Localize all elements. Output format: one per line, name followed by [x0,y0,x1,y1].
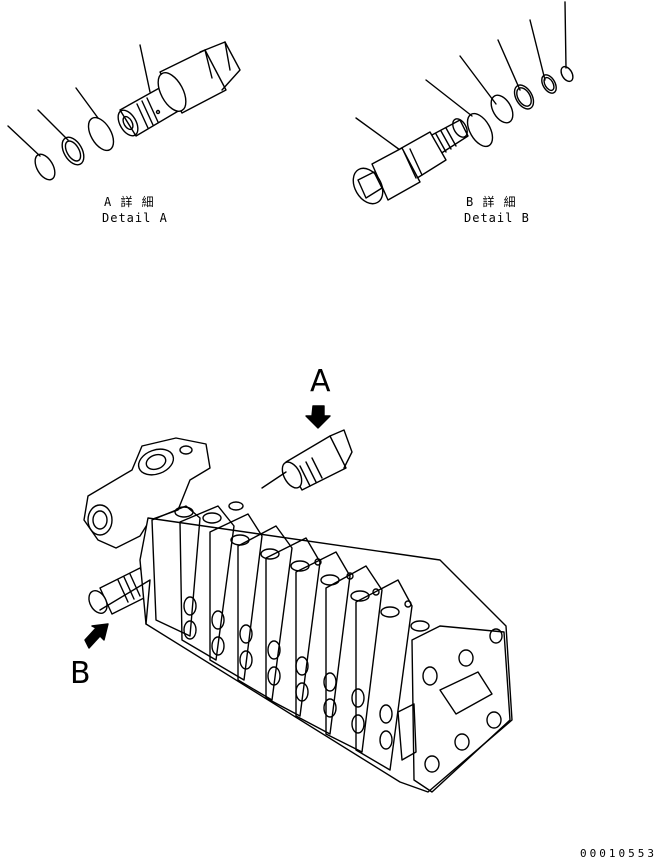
control-valve-assembly [83,405,513,793]
end-cover [397,625,511,793]
o-ring-1 [34,153,56,181]
arrow-b-icon [84,623,109,649]
relief-valve-a [281,429,353,491]
arrow-a-icon [305,405,331,429]
ring-b5 [466,112,494,148]
detail-a-label-jp: A 詳 細 [104,195,155,209]
o-ring-2 [87,116,115,152]
ring-b3 [513,84,535,110]
backup-ring [61,136,85,166]
detail-b-label-en: Detail B [464,211,530,225]
detail-a-group [7,41,241,181]
detail-b-label-jp: B 詳 細 [466,195,517,209]
callout-a-letter: A [310,364,331,399]
ring-b4 [490,94,514,124]
ports [174,501,430,750]
valve-cartridge-a [117,41,241,137]
o-ring-b1 [560,65,574,83]
drawing-number: 00010553 [580,847,657,860]
ring-b2 [541,74,557,94]
detail-a-label-en: Detail A [102,211,168,225]
detail-b-group [352,1,574,205]
callout-b-letter: B [70,656,91,691]
valve-cartridge-b [352,118,469,205]
